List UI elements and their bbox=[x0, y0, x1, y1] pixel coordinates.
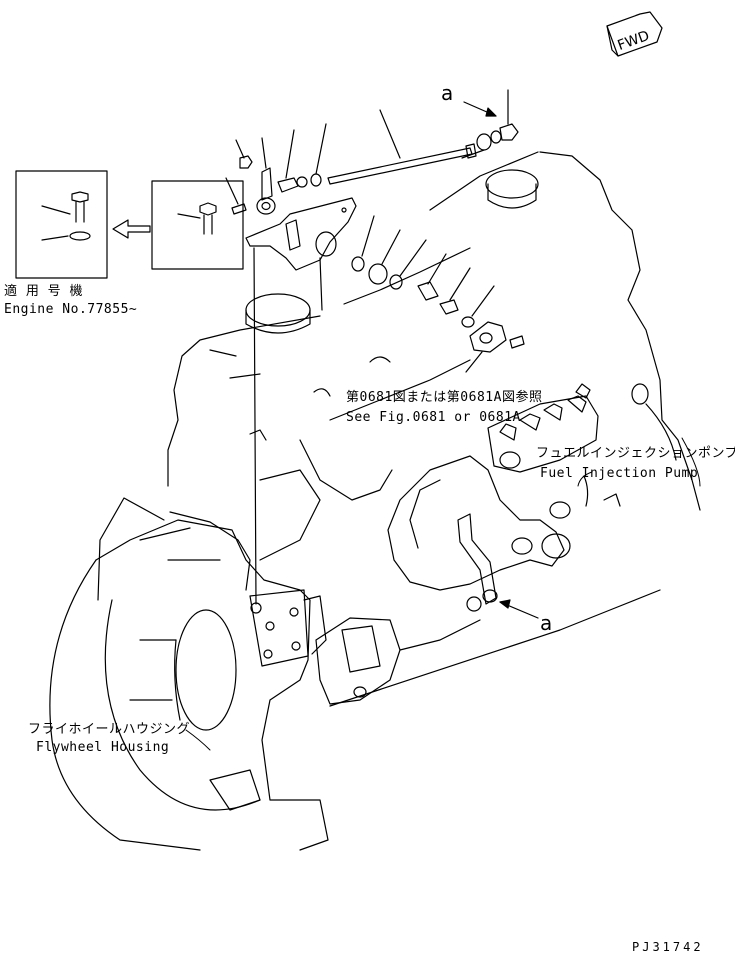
figure-reference-jp: 第0681図または第0681A図参照 bbox=[346, 390, 543, 405]
joint-part bbox=[277, 129, 308, 193]
flywheel-label-en: Flywheel Housing bbox=[36, 740, 170, 755]
block-lower-side bbox=[315, 589, 661, 707]
nut-part bbox=[310, 123, 327, 187]
flywheel-label-jp: フライホイールハウジング bbox=[28, 722, 191, 737]
guide-line bbox=[253, 247, 257, 605]
shaft-parts bbox=[351, 215, 495, 328]
callout-a-top: a bbox=[441, 81, 454, 105]
figure-reference-en: See Fig.0681 or 0681A bbox=[346, 410, 521, 425]
fuel-pump-label-jp: フュエルインジェクションポンプ bbox=[536, 446, 735, 461]
applicability-label-jp: 適 用 号 機 bbox=[4, 284, 83, 299]
flywheel-housing bbox=[49, 519, 329, 851]
callout-a-bottom: a bbox=[540, 611, 553, 635]
leader-lines bbox=[185, 437, 701, 751]
callout-arrow-bottom-icon bbox=[499, 599, 539, 619]
cover-plate bbox=[465, 321, 525, 373]
pin-part bbox=[225, 177, 247, 215]
control-rod bbox=[327, 109, 477, 185]
engine-block bbox=[97, 151, 701, 601]
bolt-part bbox=[235, 139, 253, 169]
inset-detail-old bbox=[151, 180, 244, 270]
mounting-bracket bbox=[245, 197, 357, 311]
fuel-pump-label-en: Fuel Injection Pump bbox=[540, 466, 699, 481]
applicability-label-en: Engine No.77855~ bbox=[4, 302, 138, 317]
lever-part bbox=[256, 137, 276, 215]
stop-lever bbox=[457, 513, 498, 612]
rod-end-parts bbox=[461, 89, 519, 159]
fuel-injection-pump bbox=[387, 383, 621, 591]
callout-arrow-top-icon bbox=[463, 101, 497, 117]
fwd-arrow-icon: FWD bbox=[606, 11, 663, 57]
drawing-code: PJ31742 bbox=[632, 940, 704, 954]
inset-detail-new bbox=[15, 170, 108, 279]
inset-arrow-icon bbox=[112, 219, 151, 239]
